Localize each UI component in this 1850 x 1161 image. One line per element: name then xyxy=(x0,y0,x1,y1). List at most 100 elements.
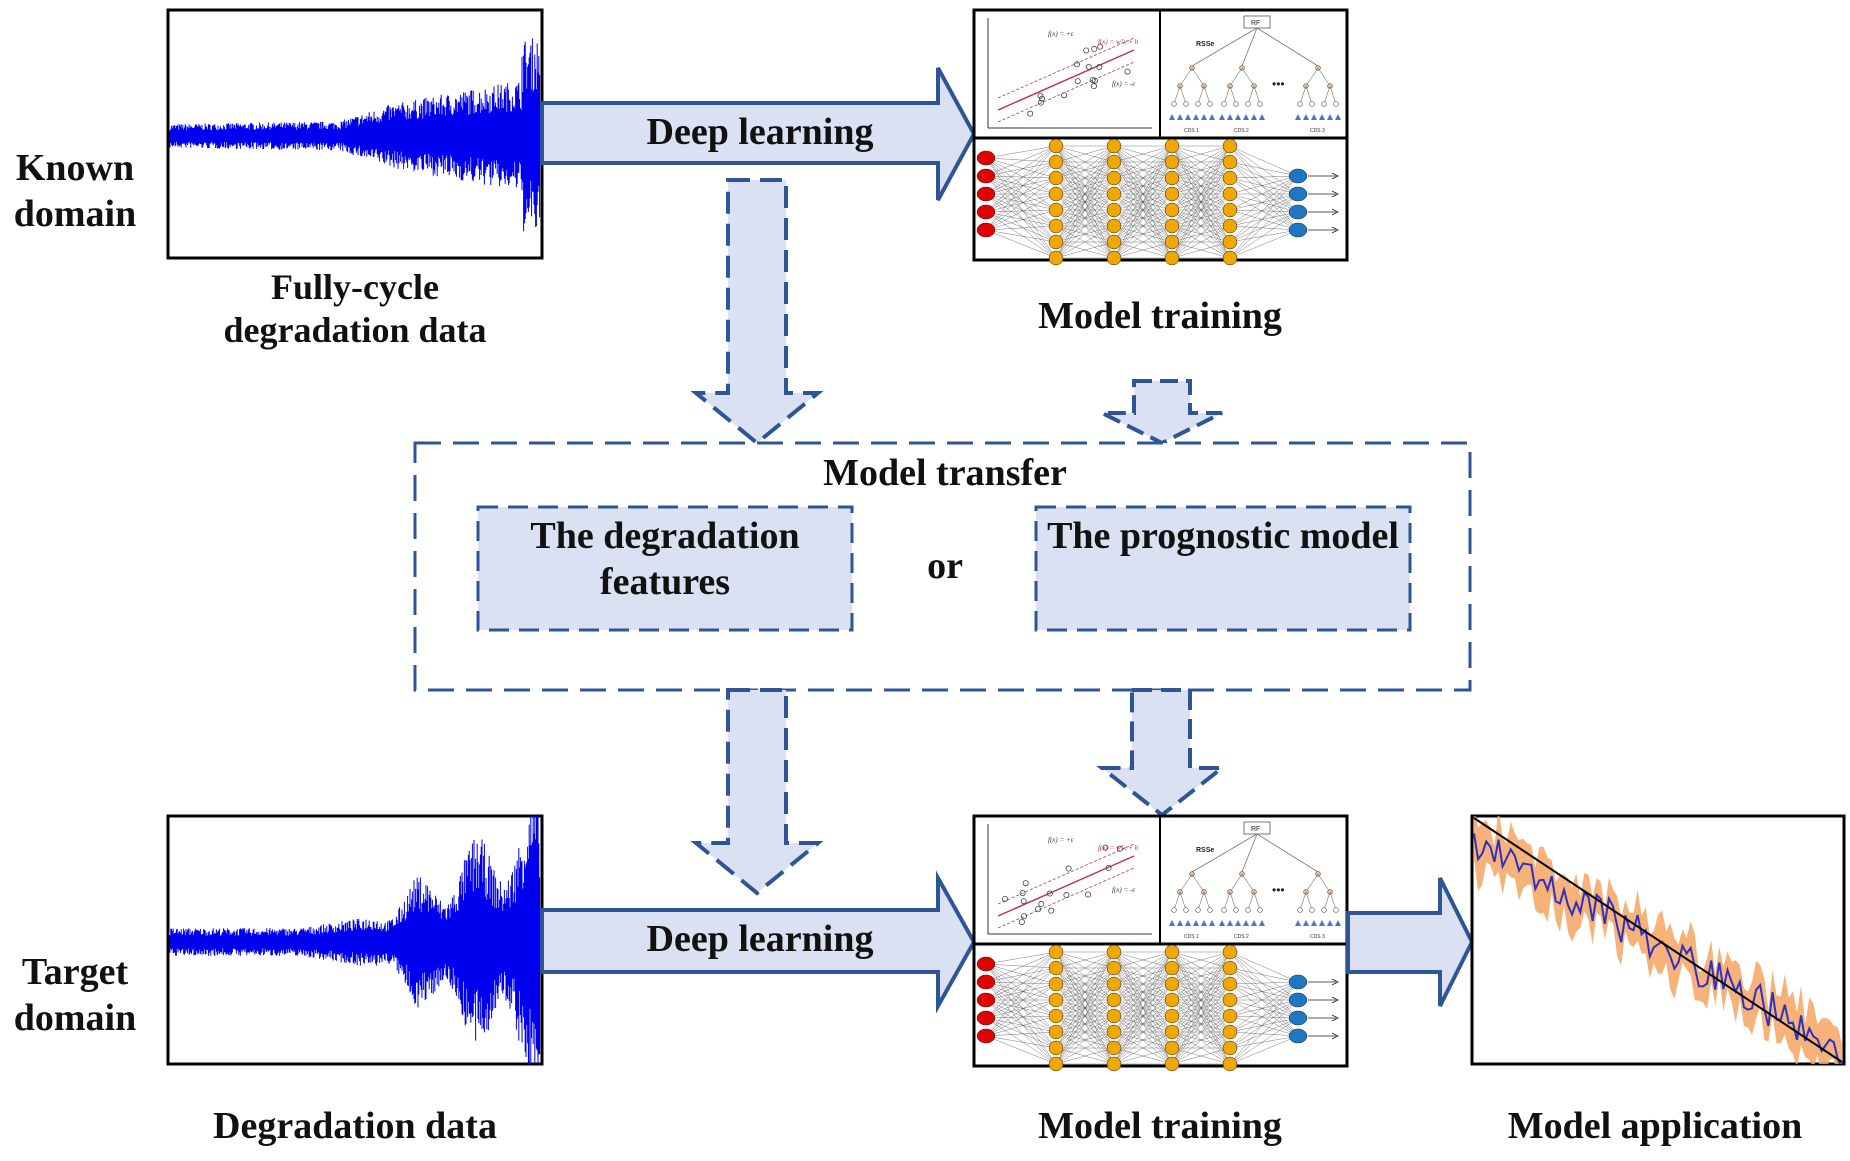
tree-node xyxy=(1171,907,1177,913)
nn-hidden-node xyxy=(1106,234,1122,250)
nn-output-node xyxy=(1288,186,1308,202)
tree-node xyxy=(1183,907,1189,913)
nn-input-node xyxy=(976,168,996,184)
known-signal-panel xyxy=(166,8,544,260)
svr-point xyxy=(1105,865,1112,872)
tree-edge xyxy=(1241,67,1255,87)
tree-leaf xyxy=(1295,920,1301,926)
tree-node xyxy=(1233,101,1239,107)
top-deep-learning-arrow xyxy=(540,67,977,201)
tree-edge xyxy=(1203,85,1211,105)
tree-edge xyxy=(1229,67,1243,87)
tree-caption: CDS 2 xyxy=(1234,128,1249,134)
tree-edge xyxy=(1223,891,1231,911)
nn-hidden-node xyxy=(1164,1024,1180,1040)
degradation-features-label: The degradation features xyxy=(530,515,800,603)
nn-hidden-node xyxy=(1164,1040,1180,1056)
svr-point xyxy=(1022,880,1029,887)
tree-edge xyxy=(1173,85,1181,105)
nn-hidden-node xyxy=(1106,202,1122,218)
nn-hidden-node xyxy=(1164,234,1180,250)
nn-hidden-node xyxy=(1164,976,1180,992)
tree-edge xyxy=(1197,891,1205,911)
bottom-deep-learning-arrow xyxy=(540,870,977,1014)
svr-label: f(x) = wᵀx + b xyxy=(1098,38,1139,46)
bottom-deep-learning-label: Deep learning xyxy=(646,918,874,960)
nn-input-node xyxy=(976,956,996,972)
svr-point xyxy=(1074,78,1081,85)
nn-input-node xyxy=(976,992,996,1008)
nn-output-arrow xyxy=(1308,1014,1339,1022)
nn-hidden-node xyxy=(1164,218,1180,234)
tree-leaf xyxy=(1295,114,1301,120)
tree-node xyxy=(1333,101,1339,107)
tree-edge xyxy=(1179,85,1187,105)
tree-node xyxy=(1221,101,1227,107)
tree-edge xyxy=(1299,891,1307,911)
nn-hidden-node xyxy=(1106,1056,1122,1072)
nn-hidden-node xyxy=(1222,944,1238,960)
nn-hidden-node xyxy=(1164,960,1180,976)
tree-edge xyxy=(1197,85,1205,105)
svr-label: f(x) = -ε xyxy=(1112,886,1135,894)
tree-node xyxy=(1257,907,1263,913)
svr-point xyxy=(1019,890,1026,897)
nn-hidden-node xyxy=(1106,154,1122,170)
nn-hidden-node xyxy=(1164,1008,1180,1024)
tree-branch xyxy=(1191,27,1258,67)
transfer-arrow-left-lower xyxy=(690,688,824,896)
tree-edge xyxy=(1247,85,1255,105)
tree-leaf xyxy=(1201,920,1207,926)
tree-leaf xyxy=(1319,114,1325,120)
nn-hidden-node xyxy=(1048,944,1064,960)
svr-point xyxy=(1021,913,1028,920)
nn-hidden-node xyxy=(1164,186,1180,202)
tree-leaf xyxy=(1177,114,1183,120)
tree-leaf xyxy=(1193,114,1199,120)
tree-leaf xyxy=(1219,114,1225,120)
tree-leaf xyxy=(1259,114,1265,120)
tree-leaf xyxy=(1169,114,1175,120)
tree-leaf xyxy=(1209,920,1215,926)
svr-point xyxy=(1061,92,1068,99)
model-application-panel xyxy=(1470,814,1846,1066)
svr-fit-line xyxy=(997,855,1135,917)
tree-leaf xyxy=(1303,920,1309,926)
nn-hidden-node xyxy=(1048,202,1064,218)
tree-leaf xyxy=(1235,920,1241,926)
transfer-arrow-right-upper xyxy=(1101,379,1223,446)
tree-edge xyxy=(1229,85,1237,105)
tree-edge xyxy=(1253,85,1261,105)
nn-output-arrow xyxy=(1308,1032,1339,1040)
svr-point xyxy=(1046,890,1053,897)
tree-node xyxy=(1221,907,1227,913)
known-model-training-panel: f(x) = +εf(x) = wᵀx + bf(x) = -εRFRSSeCD… xyxy=(972,8,1349,266)
nn-hidden-node xyxy=(1106,992,1122,1008)
tree-branch xyxy=(1241,27,1258,67)
tree-edge xyxy=(1305,85,1313,105)
tree-leaf xyxy=(1227,114,1233,120)
tree-node xyxy=(1321,101,1327,107)
nn-hidden-node xyxy=(1048,1040,1064,1056)
nn-hidden-node xyxy=(1164,1056,1180,1072)
tree-leaf xyxy=(1311,920,1317,926)
nn-input-node xyxy=(976,222,996,238)
tree-leaf xyxy=(1193,920,1199,926)
predicted-line xyxy=(1473,833,1842,1064)
nn-hidden-node xyxy=(1106,250,1122,266)
tree-caption: CDS 2 xyxy=(1234,934,1249,940)
tree-edge xyxy=(1317,873,1331,893)
nn-hidden-node xyxy=(1164,138,1180,154)
svr-point xyxy=(1096,63,1103,70)
tree-edge xyxy=(1241,873,1255,893)
nn-hidden-node xyxy=(1222,234,1238,250)
nn-input-node xyxy=(976,204,996,220)
nn-connections xyxy=(985,951,1299,1065)
tree-node xyxy=(1297,101,1303,107)
nn-hidden-node xyxy=(1222,154,1238,170)
signal-trace xyxy=(169,38,541,232)
nn-hidden-node xyxy=(1048,992,1064,1008)
nn-hidden-node xyxy=(1164,992,1180,1008)
